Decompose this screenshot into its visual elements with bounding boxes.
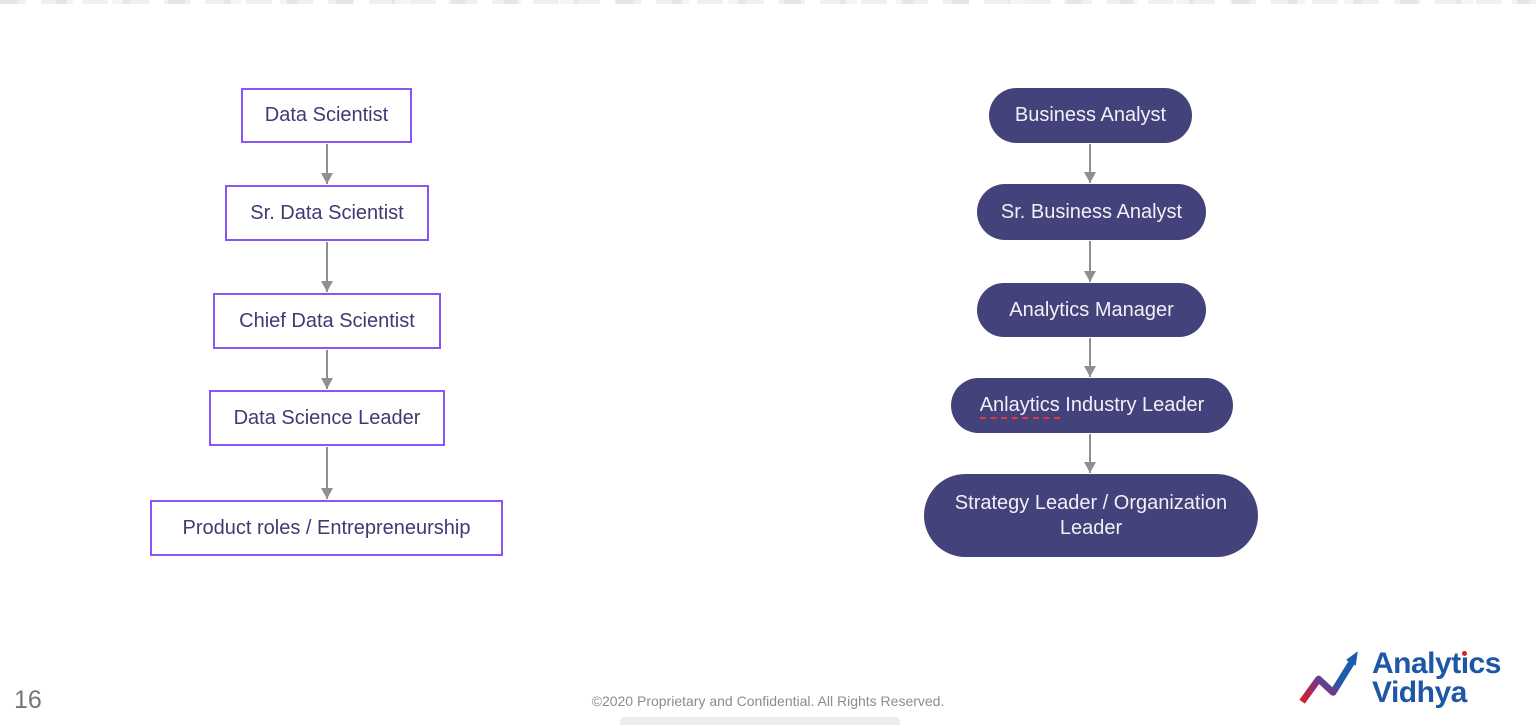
flow-node-label: Sr. Data Scientist xyxy=(250,201,404,224)
flow-node-chief-data-scientist: Chief Data Scientist xyxy=(213,293,441,349)
flow-node-label: Strategy Leader / Organization Leader xyxy=(954,491,1228,539)
logo-line-vidhya: Vidhya xyxy=(1372,676,1467,709)
page-number: 16 xyxy=(14,686,42,714)
bottom-toolbar-edge xyxy=(620,717,900,725)
logo-text-part: Analyt xyxy=(1372,647,1461,680)
flow-node-label: Sr. Business Analyst xyxy=(1000,200,1183,223)
top-edge-artifact xyxy=(0,0,1536,4)
down-arrow xyxy=(1084,338,1096,377)
flow-node-label: Data Science Leader xyxy=(233,406,421,429)
flow-node-label-rest: Industry Leader xyxy=(1059,394,1205,416)
flow-node-data-scientist: Data Scientist xyxy=(241,88,412,143)
copyright-text: ©2020 Proprietary and Confidential. All … xyxy=(591,693,945,709)
flow-node-label: Analytics Manager xyxy=(1009,298,1174,321)
down-arrow xyxy=(1084,434,1096,473)
down-arrow xyxy=(1084,241,1096,282)
flow-node-analytics-industry-leader: Anlaytics Industry Leader xyxy=(951,378,1233,433)
flow-node-analytics-manager: Analytics Manager xyxy=(977,283,1206,337)
logo-letter-i-red-dot: ı xyxy=(1460,647,1469,680)
flow-node-label: Product roles / Entrepreneurship xyxy=(182,516,471,539)
flow-node-product-roles: Product roles / Entrepreneurship xyxy=(150,500,503,556)
flow-node-label: Data Scientist xyxy=(264,104,389,126)
down-arrow xyxy=(321,447,333,499)
flow-node-sr-data-scientist: Sr. Data Scientist xyxy=(225,185,429,241)
logo-line-analytics: Analytıcs xyxy=(1372,647,1502,680)
flow-node-data-science-leader: Data Science Leader xyxy=(209,390,445,446)
flow-node-label: Business Analyst xyxy=(1014,104,1167,126)
flow-node-label: Chief Data Scientist xyxy=(239,309,415,332)
misspelled-word: Anlaytics xyxy=(979,394,1060,419)
logo-text-part: cs xyxy=(1468,647,1502,680)
down-arrow xyxy=(321,242,333,292)
down-arrow xyxy=(321,350,333,389)
flow-node-business-analyst: Business Analyst xyxy=(989,88,1192,143)
down-arrow xyxy=(321,144,333,184)
down-arrow xyxy=(1084,144,1096,183)
flow-node-strategy-leader: Strategy Leader / Organization Leader xyxy=(924,474,1258,557)
trend-arrow-icon xyxy=(1299,651,1358,704)
logo-wordmark: Analytıcs Vidhya xyxy=(1372,647,1502,709)
flow-node-sr-business-analyst: Sr. Business Analyst xyxy=(977,184,1206,240)
flow-node-label: Anlaytics Industry Leader xyxy=(979,393,1205,419)
analytics-vidhya-logo: Analytıcs Vidhya xyxy=(1298,644,1501,712)
